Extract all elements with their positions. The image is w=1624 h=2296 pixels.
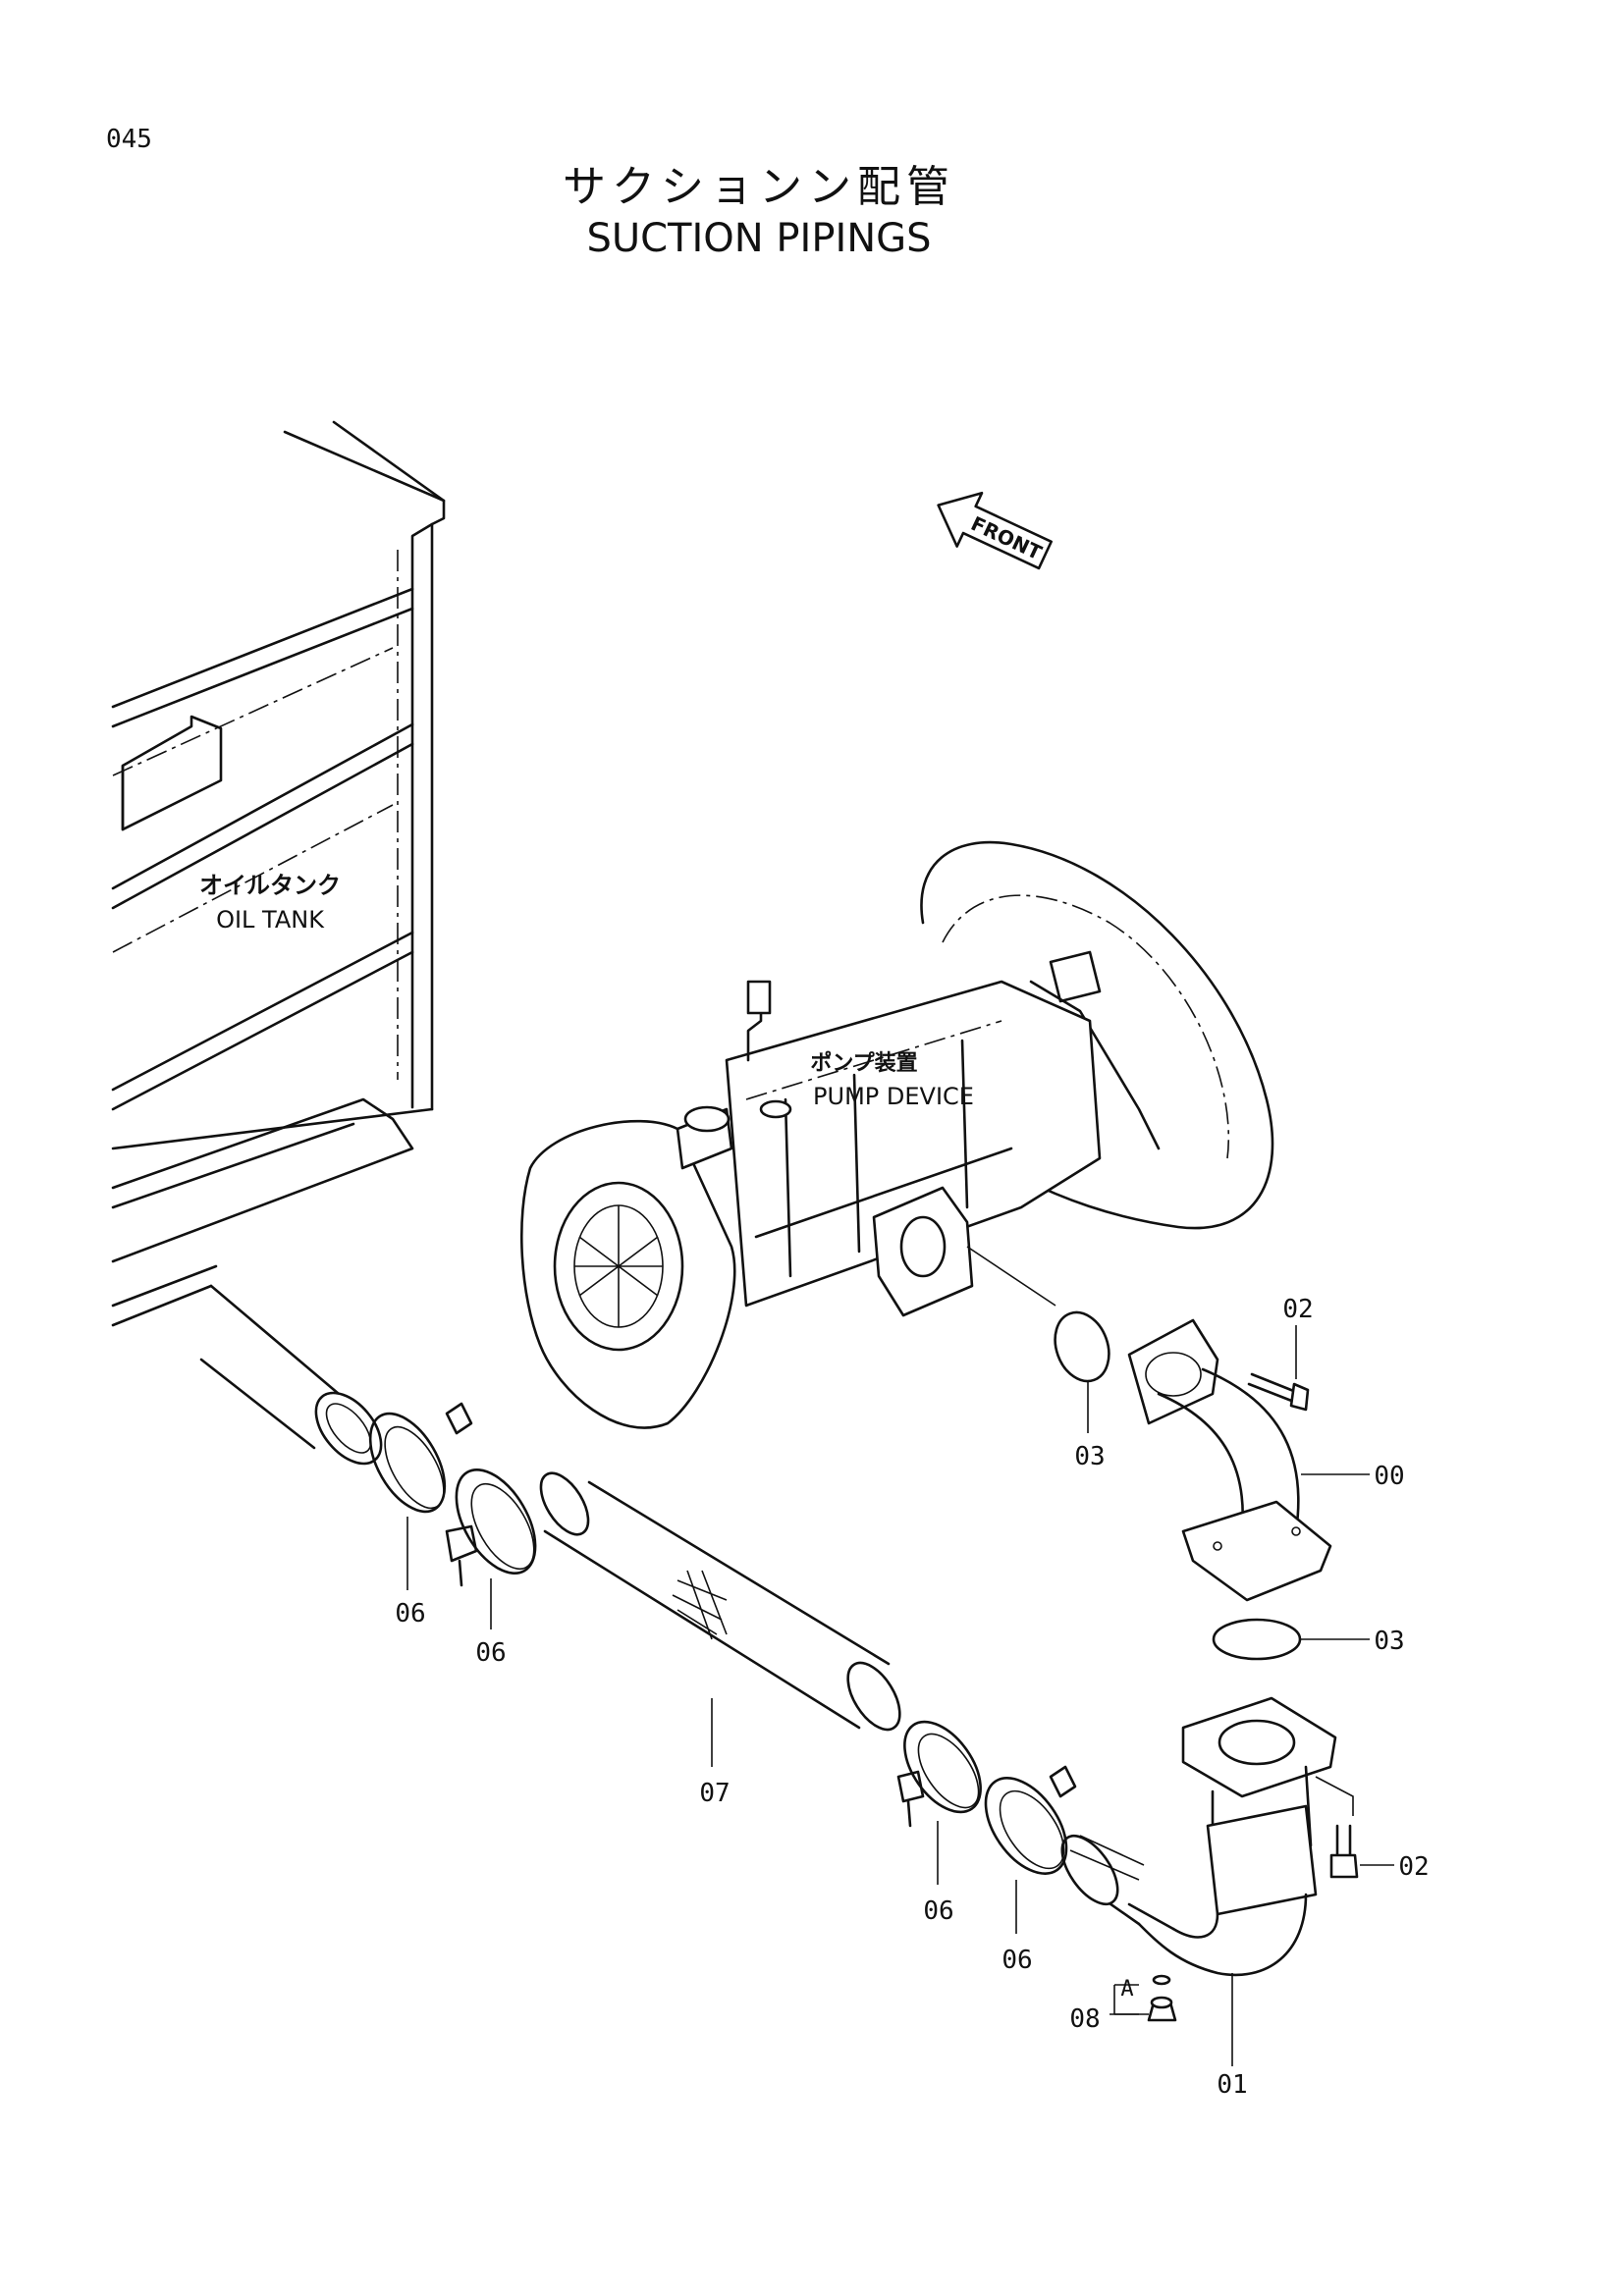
hose-clamp-06-b [445, 1468, 537, 1587]
hose-clamp-06-a [368, 1402, 473, 1514]
tank-outlet-pipe [199, 1284, 383, 1466]
pump-device-label-jp: ポンプ装置 [810, 1050, 917, 1076]
elbow-pipe-00 [1127, 1318, 1332, 1602]
detail-a-label: A [1120, 1977, 1133, 2002]
bolt-02-top [1247, 1372, 1310, 1412]
callout-03-lower: 03 [1374, 1627, 1404, 1656]
plug-08 [1147, 1974, 1177, 2022]
o-ring-upper [1054, 1310, 1110, 1383]
callout-01: 01 [1217, 2070, 1247, 2100]
suction-elbow-01 [1060, 1696, 1337, 1977]
hose-clamp-06-d [984, 1765, 1077, 1875]
o-ring-lower [1212, 1618, 1302, 1661]
front-arrow-icon: FRONT [937, 491, 1054, 570]
title-english: SUCTION PIPINGS [586, 216, 931, 261]
oil-tank-label-en: OIL TANK [216, 906, 325, 934]
page-number: 045 [106, 125, 152, 154]
callout-02-top: 02 [1282, 1295, 1313, 1324]
pump-device [520, 840, 1274, 1429]
callout-06-b: 06 [475, 1638, 506, 1668]
callout-07: 07 [699, 1779, 730, 1808]
oil-tank-label-jp: オイルタンク [199, 872, 341, 899]
title-japanese: サクションン配管 [563, 162, 955, 212]
oil-tank [111, 420, 446, 1327]
hose-clamp-06-c [896, 1720, 982, 1828]
bolt-02-bottom [1329, 1824, 1359, 1879]
callout-00: 00 [1374, 1462, 1404, 1491]
callout-02-bottom: 02 [1398, 1852, 1429, 1882]
callout-03-upper: 03 [1074, 1442, 1105, 1471]
callout-06-d: 06 [1001, 1946, 1032, 1975]
callout-08: 08 [1069, 2004, 1100, 2034]
pump-device-label-en: PUMP DEVICE [813, 1083, 974, 1110]
callout-06-c: 06 [923, 1896, 953, 1926]
suction-hose-07 [539, 1471, 901, 1732]
callout-06-a: 06 [395, 1599, 425, 1629]
